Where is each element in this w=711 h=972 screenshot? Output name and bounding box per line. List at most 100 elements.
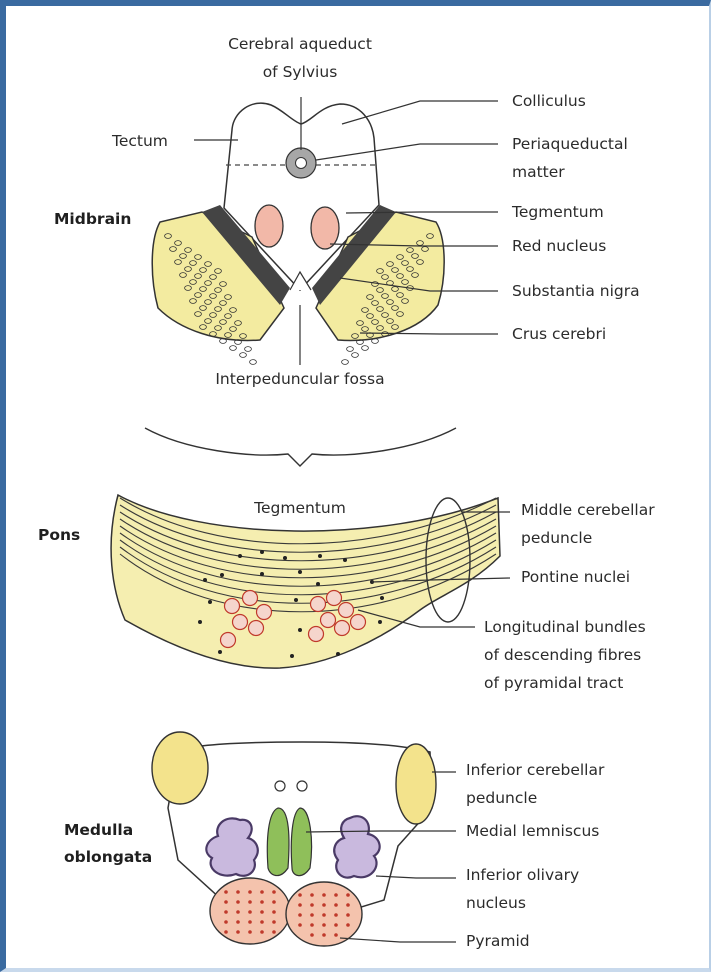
longitudinal-bundle (233, 615, 248, 630)
pyramid-fibre-dot (236, 900, 240, 904)
longitudinal-bundle (321, 613, 336, 628)
pyramid-fibre-dot (334, 893, 338, 897)
pyramid-fibre-dot (260, 930, 264, 934)
pyramid-fibre-dot (224, 900, 228, 904)
red-nucleus-right (311, 207, 339, 249)
pyramid-fibre-dot (224, 890, 228, 894)
pyramid-fibre-dot (224, 910, 228, 914)
pyramid-fibre-dot (334, 923, 338, 927)
pyramid-fibre-dot (236, 910, 240, 914)
pyramid-fibre-dot (224, 930, 228, 934)
pontine-nucleus-dot (378, 620, 382, 624)
pontine-nucleus-dot (298, 570, 302, 574)
section-title-medulla-2: oblongata (64, 848, 152, 866)
section-title-midbrain: Midbrain (54, 210, 131, 228)
pontine-nucleus-dot (298, 628, 302, 632)
longitudinal-bundle (309, 627, 324, 642)
pontine-nucleus-dot (318, 554, 322, 558)
pontine-nucleus-dot (220, 573, 224, 577)
pyramid-fibre-dot (322, 893, 326, 897)
label-crus-cerebri: Crus cerebri (512, 325, 606, 343)
pyramid-fibre-dot (260, 910, 264, 914)
pontine-nucleus-dot (238, 554, 242, 558)
pyramid-fibre-dot (236, 890, 240, 894)
red-nucleus-left (255, 205, 283, 247)
pyramid-fibre-dot (322, 933, 326, 937)
pyramid-fibre-dot (236, 930, 240, 934)
inferior-cerebellar-peduncle-left (152, 732, 208, 804)
pontine-nucleus-dot (260, 572, 264, 576)
label-periaqueductal-1: Periaqueductal (512, 135, 628, 153)
label-inferior-cerebellar-2: peduncle (466, 789, 537, 807)
pyramid-fibre-dot (298, 893, 302, 897)
pyramid-fibre-dot (334, 933, 338, 937)
pyramid-fibre-dot (310, 893, 314, 897)
pontine-nucleus-dot (290, 654, 294, 658)
crus-fibre-oval (230, 346, 237, 351)
crus-fibre-oval (342, 360, 349, 365)
pyramid-fibre-dot (260, 920, 264, 924)
crus-fibre-oval (245, 347, 252, 352)
crus-fibre-oval (347, 347, 354, 352)
longitudinal-bundle (327, 591, 342, 606)
pyramid-fibre-dot (322, 923, 326, 927)
pyramid-fibre-dot (272, 890, 276, 894)
crus-fibre-oval (220, 339, 227, 344)
label-inferior-cerebellar-1: Inferior cerebellar (466, 761, 605, 779)
label-interpeduncular: Interpeduncular fossa (215, 370, 384, 388)
label-pyramid: Pyramid (466, 932, 530, 950)
label-aqueduct-1: Cerebral aqueduct (228, 35, 372, 53)
pyramid-fibre-dot (310, 923, 314, 927)
longitudinal-bundle (351, 615, 366, 630)
pontine-nucleus-dot (203, 578, 207, 582)
pyramid-fibre-dot (248, 920, 252, 924)
pyramid-fibre-dot (272, 910, 276, 914)
longitudinal-bundle (339, 603, 354, 618)
label-longitudinal-2: of descending fibres (484, 646, 641, 664)
pyramid-fibre-dot (334, 903, 338, 907)
label-medial-lemniscus: Medial lemniscus (466, 822, 599, 840)
pons-section: Tegmentum Middle cerebellar peduncle Pon… (38, 495, 655, 692)
longitudinal-bundle (257, 605, 272, 620)
medial-lemniscus-right (291, 808, 311, 876)
label-tegmentum-mid: Tegmentum (511, 203, 604, 221)
medulla-small-circle-left (275, 781, 285, 791)
leader-crus-cerebri (360, 333, 498, 334)
label-inferior-olivary-2: nucleus (466, 894, 526, 912)
leader-pyramid (340, 938, 456, 942)
label-tectum: Tectum (111, 132, 168, 150)
leader-tegmentum (346, 212, 498, 213)
crus-fibre-oval (362, 346, 369, 351)
pyramid-fibre-dot (272, 930, 276, 934)
medulla-small-circle-right (297, 781, 307, 791)
pyramid-fibre-dot (248, 890, 252, 894)
pyramid-fibre-dot (224, 920, 228, 924)
pontine-nucleus-dot (218, 650, 222, 654)
pyramid-fibre-dot (322, 913, 326, 917)
pyramid-fibre-dot (260, 900, 264, 904)
pyramid-fibre-dot (298, 913, 302, 917)
label-aqueduct-2: of Sylvius (263, 63, 338, 81)
pontine-nucleus-dot (343, 558, 347, 562)
pyramid-fibre-dot (298, 923, 302, 927)
pontine-nucleus-dot (380, 596, 384, 600)
longitudinal-bundle (249, 621, 264, 636)
pyramid-fibre-dot (236, 920, 240, 924)
pyramid-fibre-dot (346, 913, 350, 917)
pyramid-fibre-dot (260, 890, 264, 894)
pyramid-fibre-dot (248, 910, 252, 914)
pyramid-fibre-dot (346, 893, 350, 897)
midbrain-section: Cerebral aqueduct of Sylvius Tectum Coll… (54, 35, 640, 388)
crus-fibre-oval (240, 353, 247, 358)
pyramid-fibre-dot (272, 900, 276, 904)
pyramid-fibre-dot (334, 913, 338, 917)
longitudinal-bundle (221, 633, 236, 648)
pyramid-fibre-dot (310, 933, 314, 937)
crus-fibre-oval (372, 339, 379, 344)
longitudinal-bundle (335, 621, 350, 636)
label-longitudinal-3: of pyramidal tract (484, 674, 623, 692)
medial-lemniscus-left (267, 808, 289, 876)
pontine-nucleus-dot (283, 556, 287, 560)
label-red-nucleus: Red nucleus (512, 237, 606, 255)
pyramid-fibre-dot (346, 903, 350, 907)
